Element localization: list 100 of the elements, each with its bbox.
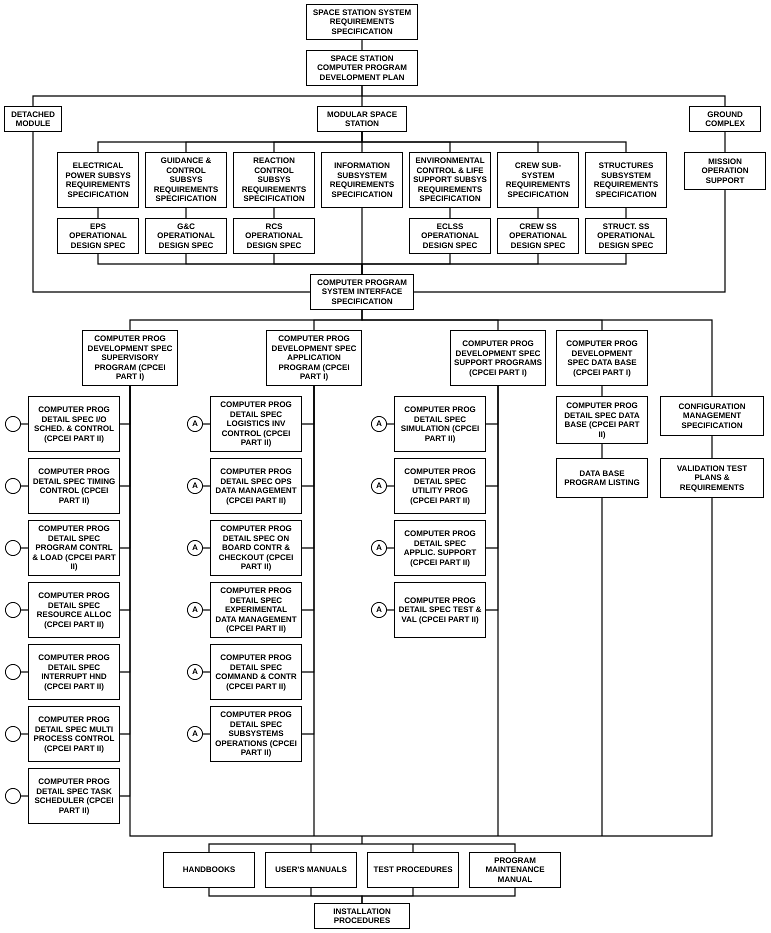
connector-line	[537, 208, 539, 218]
document-box	[28, 458, 120, 514]
reference-circle	[187, 664, 203, 680]
reference-circle	[5, 664, 21, 680]
node-label: GUIDANCE & CONTROL SUBSYS REQUIREMENTS SPECIFICATION	[152, 156, 220, 204]
reference-circle	[371, 540, 387, 556]
node-label: DATA BASE PROGRAM LISTING	[563, 468, 641, 488]
node-label: PROGRAM MAINTENANCE MANUAL	[484, 856, 546, 884]
reference-circle	[187, 416, 203, 432]
node-label: ELECTRICAL POWER SUBSYS REQUIREMENTS SPECIFICATION	[64, 161, 132, 199]
node-label: TEST PROCEDURES	[373, 865, 453, 875]
document-box	[28, 396, 120, 452]
document-box	[585, 218, 667, 254]
connector-line	[449, 208, 451, 218]
node-label: A	[192, 605, 198, 615]
document-box	[28, 768, 120, 824]
node-label: COMPUTER PROGRAM SYSTEM INTERFACE SPECIFICATION	[316, 278, 408, 306]
document-box	[28, 644, 120, 700]
node-label: A	[192, 419, 198, 429]
node-label: CONFIGURATION MANAGEMENT SPECIFICATION	[678, 402, 746, 430]
document-box	[409, 218, 491, 254]
node-label: ENVIRONMENTAL CONTROL & LIFE SUPPORT SUBSYS REQUIREMENTS SPECIFICATION	[413, 156, 487, 204]
node-label: COMPUTER PROG DETAIL SPEC SUBSYSTEMS OPERATIONS (CPCEI PART II)	[214, 710, 298, 758]
node-label: COMPUTER PROG DETAIL SPEC ON BOARD CONTR & CHECKOUT (CPCEI PART II)	[218, 524, 294, 572]
connector-line	[273, 208, 275, 218]
document-box	[28, 582, 120, 638]
reference-circle	[5, 540, 21, 556]
document-box	[394, 458, 486, 514]
document-box	[684, 152, 766, 190]
document-box	[233, 218, 315, 254]
reference-circle	[187, 540, 203, 556]
connector-line	[361, 132, 627, 152]
node-label: COMPUTER PROG DETAIL SPEC TASK SCHEDULER (CPCEI PART II)	[33, 777, 115, 815]
node-label: COMPUTER PROG DETAIL SPEC EXPERIMENTAL DATA MANAGEMENT (CPCEI PART II)	[214, 586, 298, 634]
document-box	[469, 852, 561, 888]
document-box	[394, 520, 486, 576]
reference-circle	[5, 788, 21, 804]
connector-line	[185, 208, 187, 218]
node-label: COMPUTER PROG DETAIL SPEC LOGISTICS INV CONTROL (CPCEI PART II)	[219, 400, 293, 448]
node-label: COMPUTER PROG DETAIL SPEC DATA BASE (CPCEI PART II)	[563, 401, 641, 439]
node-label: COMPUTER PROG DETAIL SPEC COMMAND & CONTR (CPCEI PART II)	[214, 653, 298, 691]
connector-line	[414, 190, 726, 293]
document-box	[210, 458, 302, 514]
node-label: COMPUTER PROG DETAIL SPEC SIMULATION (CPCEI PART II)	[400, 405, 480, 443]
node-label: COMPUTER PROG DETAIL SPEC TEST & VAL (CPCEI PART II)	[398, 596, 482, 624]
node-label: A	[192, 729, 198, 739]
node-label: STRUCTURES SUBSYSTEM REQUIREMENTS SPECIFICATION	[592, 161, 660, 199]
document-box	[660, 458, 764, 498]
connector-line	[361, 254, 627, 274]
reference-circle	[187, 478, 203, 494]
node-label: COMPUTER PROG DETAIL SPEC APPLIC. SUPPORT (CPCEI PART II)	[402, 529, 478, 567]
node-label: EPS OPERATIONAL DESIGN SPEC	[68, 222, 128, 250]
document-box	[321, 152, 403, 208]
node-label: DETACHED MODULE	[10, 110, 56, 128]
connector-line	[361, 888, 516, 903]
connector-line	[32, 132, 310, 293]
document-box	[394, 396, 486, 452]
node-label: COMPUTER PROG DETAIL SPEC UTILITY PROG (CPCEI PART II)	[403, 467, 477, 505]
document-box	[450, 330, 546, 386]
document-box	[306, 4, 418, 40]
node-label: SPACE STATION COMPUTER PROGRAM DEVELOPMENT PLAN	[316, 54, 408, 82]
reference-circle	[187, 602, 203, 618]
node-label: COMPUTER PROG DEVELOPMENT SPEC DATA BASE (CPCEI PART I)	[565, 339, 639, 377]
document-box	[210, 520, 302, 576]
document-box	[497, 218, 579, 254]
document-box	[317, 106, 407, 132]
document-box	[556, 330, 648, 386]
node-label: A	[192, 543, 198, 553]
connector-line	[601, 386, 603, 396]
document-box	[210, 644, 302, 700]
reference-circle	[5, 726, 21, 742]
node-label: COMPUTER PROG DETAIL SPEC I/O SCHED. & CONTROL (CPCEI PART II)	[33, 405, 115, 443]
node-label: COMPUTER PROG DETAIL SPEC MULTI PROCESS CONTROL (CPCEI PART II)	[32, 715, 116, 753]
node-label: COMPUTER PROG DETAIL SPEC TIMING CONTROL (CPCEI PART II)	[32, 467, 116, 505]
node-label: STRUCT. SS OPERATIONAL DESIGN SPEC	[596, 222, 656, 250]
reference-circle	[5, 416, 21, 432]
document-box	[4, 106, 62, 132]
document-box	[367, 852, 459, 888]
reference-circle	[187, 726, 203, 742]
node-label: INSTALLATION PROCEDURES	[332, 906, 392, 926]
document-box	[556, 396, 648, 444]
document-box	[28, 706, 120, 762]
reference-circle	[371, 478, 387, 494]
node-label: SPACE STATION SYSTEM REQUIREMENTS SPECIFICATION	[312, 8, 412, 36]
node-label: USER'S MANUALS	[275, 865, 347, 875]
node-label: HANDBOOKS	[182, 865, 236, 875]
document-box	[556, 458, 648, 498]
document-box	[145, 152, 227, 208]
node-label: MODULAR SPACE STATION	[326, 110, 398, 128]
connector-line	[97, 208, 99, 218]
document-box	[310, 274, 414, 310]
node-label: ECLSS OPERATIONAL DESIGN SPEC	[420, 222, 480, 250]
node-label: MISSION OPERATION SUPPORT	[700, 156, 750, 186]
node-label: A	[192, 481, 198, 491]
document-box	[57, 218, 139, 254]
document-box	[689, 106, 761, 132]
node-label: INFORMATION SUBSYSTEM REQUIREMENTS SPECIFICATION	[328, 161, 396, 199]
document-box	[660, 396, 764, 436]
node-label: A	[192, 667, 198, 677]
connector-line	[361, 310, 713, 396]
